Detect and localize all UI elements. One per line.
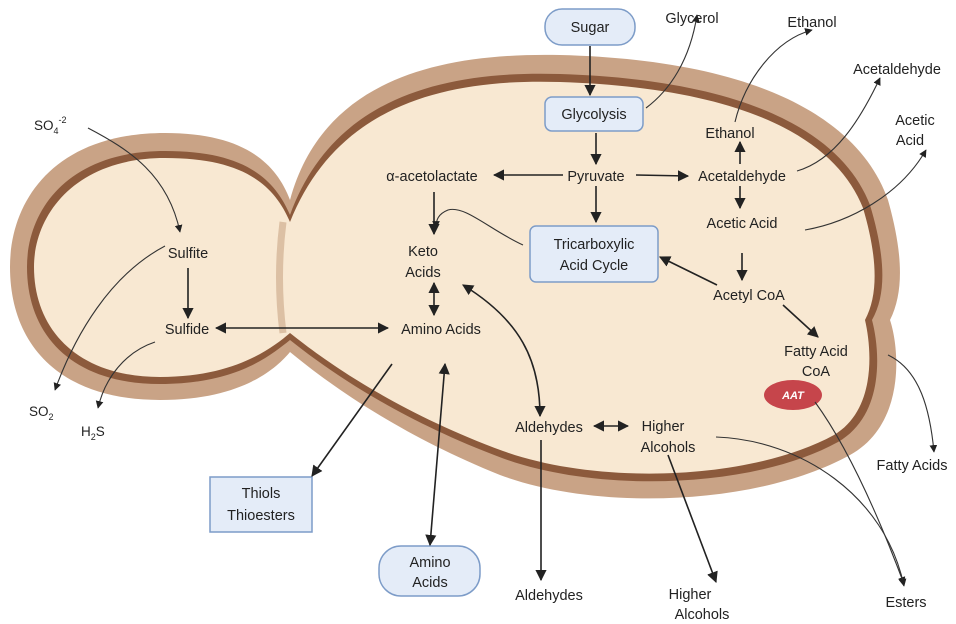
label-glycerol: Glycerol [665,11,718,27]
label-ext-amino: Amino [409,555,450,571]
label-acetic-ext-2: Acid [896,133,924,149]
label-sulfite: Sulfite [168,246,208,262]
label-thioesters: Thioesters [227,508,295,524]
label-acetaldehyde-inner: Acetaldehyde [698,169,786,185]
yeast-cell [10,55,900,499]
node-tca-cycle: Tricarboxylic Acid Cycle [530,226,658,282]
label-higher-inner: Higher [642,419,685,435]
label-keto: Keto [408,244,438,260]
label-so4: SO4-2 [34,115,67,136]
label-alcohols-inner: Alcohols [641,440,696,456]
node-aat-enzyme: AAT [764,380,822,410]
node-glycolysis: Glycolysis [545,97,643,131]
label-acetolactate: α-acetolactate [386,169,477,185]
label-pyruvate: Pyruvate [567,169,624,185]
label-fatty-acids-ext: Fatty Acids [877,458,948,474]
label-amino-acids-inner: Amino Acids [401,322,481,338]
label-tca-line1: Tricarboxylic [554,237,635,253]
label-aat: AAT [781,390,805,402]
label-aldehydes-inner: Aldehydes [515,420,583,436]
label-acetic-ext-1: Acetic [895,113,935,129]
bud-neck-constriction [280,222,284,333]
label-fatty-acid-coa-2: CoA [802,364,831,380]
label-fatty-acid-coa-1: Fatty Acid [784,344,848,360]
label-h2s: H2S [81,424,105,442]
label-alcohols-ext: Alcohols [675,607,730,623]
label-aldehydes-ext: Aldehydes [515,588,583,604]
label-so2: SO2 [29,404,54,422]
label-acetyl-coa: Acetyl CoA [713,288,785,304]
label-acetaldehyde-ext: Acetaldehyde [853,62,941,78]
label-higher-ext: Higher [669,587,712,603]
label-sugar: Sugar [571,20,610,36]
label-keto-acids: Acids [405,265,440,281]
node-amino-acids-external: Amino Acids [379,546,480,596]
label-sulfide: Sulfide [165,322,209,338]
label-ethanol-inner: Ethanol [705,126,754,142]
node-sugar: Sugar [545,9,635,45]
label-thiols: Thiols [242,486,281,502]
label-esters: Esters [885,595,926,611]
label-acetic-acid-inner: Acetic Acid [707,216,778,232]
node-thiols-thioesters: Thiols Thioesters [210,477,312,532]
label-ext-acids: Acids [412,575,447,591]
label-tca-line2: Acid Cycle [560,258,629,274]
label-ethanol-ext: Ethanol [787,15,836,31]
label-glycolysis: Glycolysis [561,107,626,123]
